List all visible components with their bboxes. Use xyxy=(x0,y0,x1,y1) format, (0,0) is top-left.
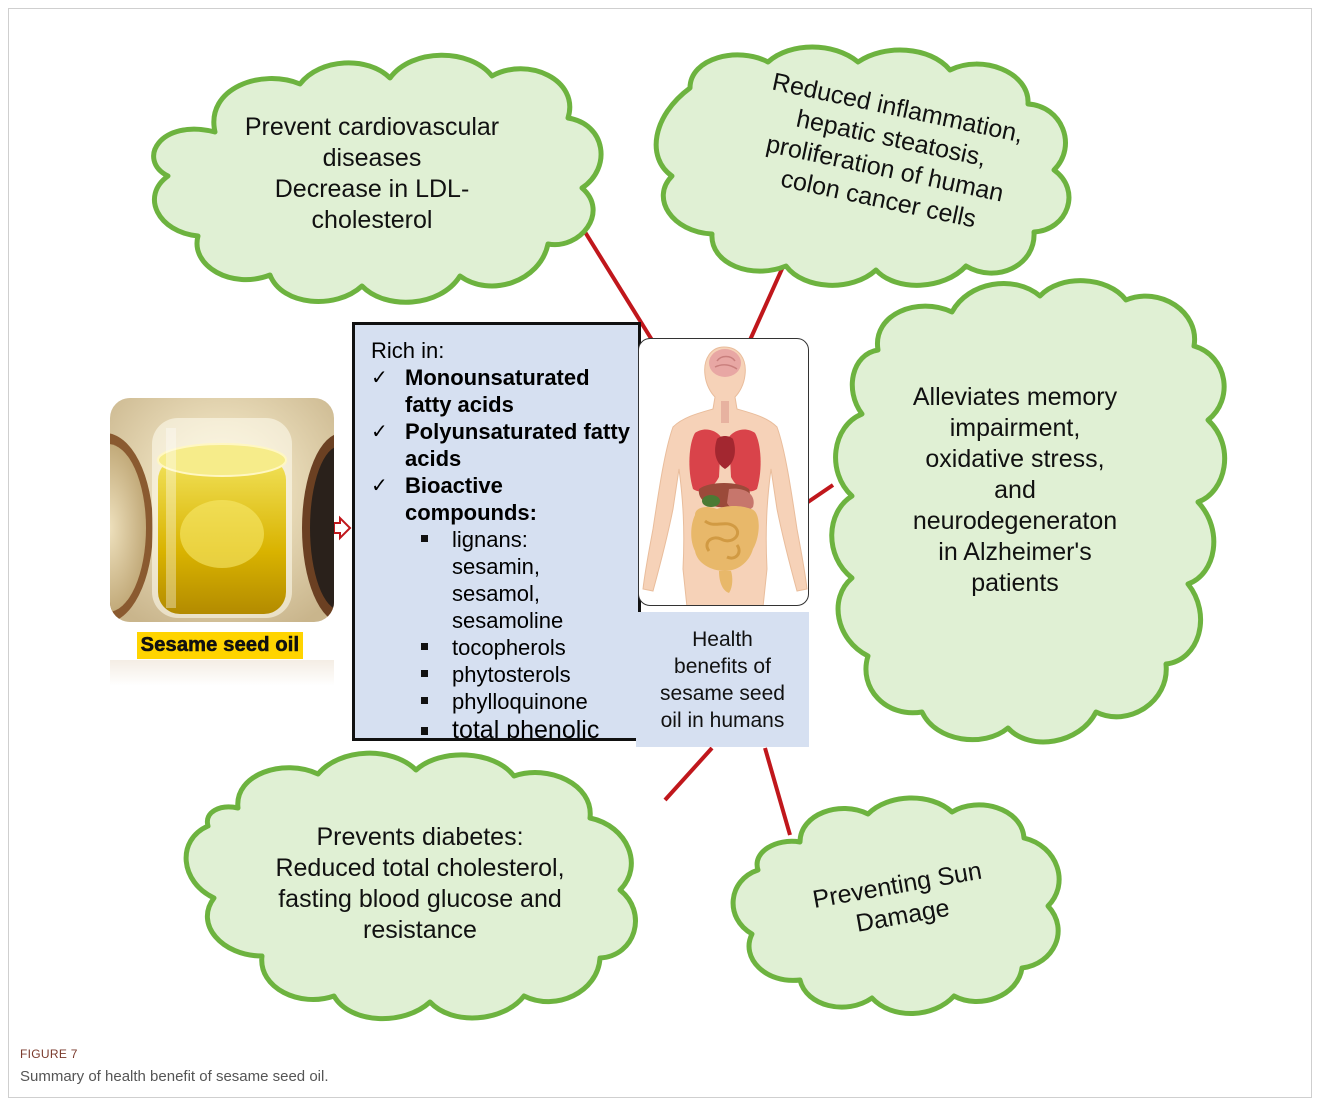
cloud-line: and xyxy=(880,475,1150,506)
list-item-total-phenolic: total phenolic xyxy=(421,715,630,741)
caption-line: Health xyxy=(636,626,809,653)
check-label: Monounsaturated fatty acids xyxy=(405,364,630,418)
connector-diabetes xyxy=(665,748,712,800)
check-label: Bioactive compounds: xyxy=(405,472,630,526)
connector-sun xyxy=(765,748,790,835)
check-icon: ✓ xyxy=(371,364,405,391)
check-item-polyunsaturated: ✓ Polyunsaturated fatty acids xyxy=(371,418,630,472)
cloud-line: oxidative stress, xyxy=(880,444,1150,475)
list-item-label: total phenolic xyxy=(452,715,599,741)
caption-line: benefits of xyxy=(636,653,809,680)
cloud-text-memory: Alleviates memory impairment, oxidative … xyxy=(880,382,1150,599)
list-item-label: phytosterols xyxy=(452,661,571,688)
square-bullet-icon xyxy=(421,670,428,677)
list-item-lignans: lignans: sesamin, sesamol, sesamoline xyxy=(421,526,630,634)
cloud-line: in Alzheimer's xyxy=(880,537,1150,568)
list-item-label: tocopherols xyxy=(452,634,566,661)
cloud-line: diseases xyxy=(212,143,532,174)
list-item-phytosterols: phytosterols xyxy=(421,661,630,688)
sesame-oil-label-text: Sesame seed oil xyxy=(137,632,304,659)
cloud-line: fasting blood glucose and xyxy=(235,884,605,915)
composition-title: Rich in: xyxy=(371,337,630,364)
cloud-line: resistance xyxy=(235,915,605,946)
connector-memory xyxy=(808,485,833,502)
square-bullet-icon xyxy=(421,535,428,542)
check-label: Polyunsaturated fatty acids xyxy=(405,418,630,472)
list-item-tocopherols: tocopherols xyxy=(421,634,630,661)
caption-line: sesame seed xyxy=(636,680,809,707)
square-bullet-icon xyxy=(421,727,428,735)
cloud-line: Reduced total cholesterol, xyxy=(235,853,605,884)
oil-label-reflection xyxy=(110,660,334,686)
caption-line: oil in humans xyxy=(636,707,809,734)
figure-label: FIGURE 7 xyxy=(20,1047,78,1061)
check-item-monounsaturated: ✓ Monounsaturated fatty acids xyxy=(371,364,630,418)
list-item-phylloquinone: phylloquinone xyxy=(421,688,630,715)
check-item-bioactive: ✓ Bioactive compounds: xyxy=(371,472,630,526)
human-body-card xyxy=(638,338,809,606)
health-benefits-caption: Health benefits of sesame seed oil in hu… xyxy=(636,612,809,747)
check-icon: ✓ xyxy=(371,418,405,445)
square-bullet-icon xyxy=(421,697,428,704)
arrow-oil-to-box xyxy=(334,518,350,538)
list-item-label: phylloquinone xyxy=(452,688,588,715)
sesame-oil-illustration xyxy=(110,398,334,622)
list-item-label: lignans: sesamin, sesamol, sesamoline xyxy=(452,526,602,634)
human-body-icon xyxy=(639,339,809,606)
cloud-line: Prevent cardiovascular xyxy=(212,112,532,143)
cloud-line: Prevents diabetes: xyxy=(235,822,605,853)
cloud-line: Decrease in LDL- xyxy=(212,174,532,205)
figure-caption: Summary of health benefit of sesame seed… xyxy=(20,1068,329,1085)
cloud-line: neurodegeneraton xyxy=(880,506,1150,537)
cloud-text-cardio: Prevent cardiovascular diseases Decrease… xyxy=(212,112,532,236)
bioactive-compound-list: lignans: sesamin, sesamol, sesamoline to… xyxy=(371,526,630,741)
cloud-line: patients xyxy=(880,568,1150,599)
cloud-text-diabetes: Prevents diabetes: Reduced total cholest… xyxy=(235,822,605,946)
check-icon: ✓ xyxy=(371,472,405,499)
sesame-oil-label: Sesame seed oil xyxy=(120,628,320,662)
cloud-line: Alleviates memory xyxy=(880,382,1150,413)
composition-box: Rich in: ✓ Monounsaturated fatty acids ✓… xyxy=(352,322,641,741)
square-bullet-icon xyxy=(421,643,428,650)
cloud-line: impairment, xyxy=(880,413,1150,444)
sesame-oil-image xyxy=(110,398,334,622)
cloud-line: cholesterol xyxy=(212,205,532,236)
